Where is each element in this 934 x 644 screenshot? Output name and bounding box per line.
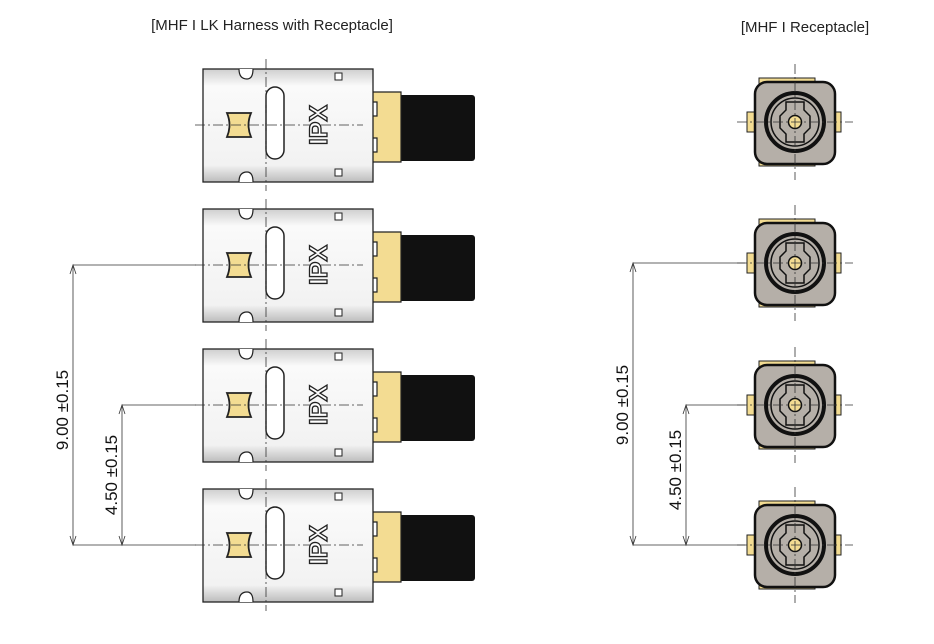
receptacle-4 — [735, 485, 855, 605]
harness-connector-1: IPX — [194, 58, 476, 192]
receptacle-3 — [735, 345, 855, 465]
left-dimension-outer: 9.00 ±0.15 — [53, 370, 72, 450]
harness-connector-2: IPX — [194, 198, 476, 332]
right-title: [MHF I Receptacle] — [741, 19, 869, 36]
ipx-marking: IPX — [305, 245, 333, 286]
right-dimension-lines — [629, 261, 745, 547]
left-dimension-inner: 4.50 ±0.15 — [102, 435, 121, 515]
right-dimension-inner: 4.50 ±0.15 — [666, 430, 685, 510]
receptacle-1 — [735, 62, 855, 182]
harness-connector-4: IPX — [194, 478, 476, 612]
left-title: [MHF I LK Harness with Receptacle] — [151, 17, 393, 34]
ipx-marking: IPX — [305, 385, 333, 426]
left-dimension-lines — [69, 263, 196, 547]
ipx-marking: IPX — [305, 105, 333, 146]
right-dimension-outer: 9.00 ±0.15 — [613, 365, 632, 445]
harness-connector-3: IPX — [194, 338, 476, 472]
receptacle-2 — [735, 203, 855, 323]
ipx-marking: IPX — [305, 525, 333, 566]
